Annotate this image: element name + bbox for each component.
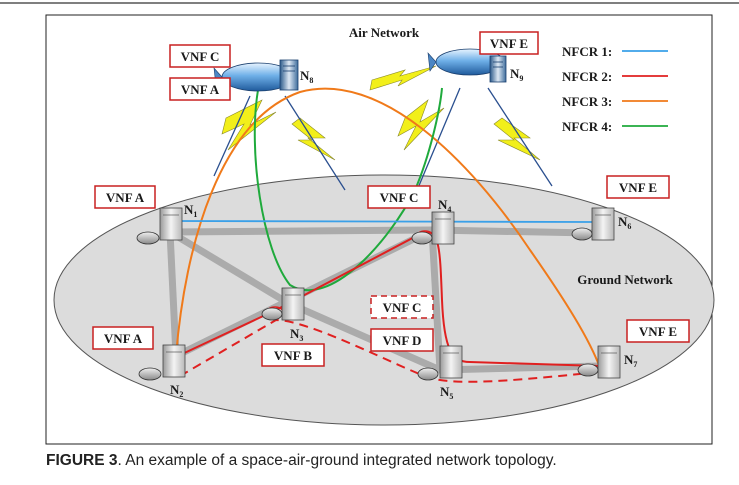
legend-label-2: NFCR 2: — [562, 69, 612, 84]
node-n5-icon — [417, 345, 463, 381]
antenna-beams — [213, 87, 553, 191]
wireless-n9-n6 — [493, 117, 541, 161]
figure-caption-text: . An example of a space-air-ground integ… — [117, 452, 557, 469]
link-n1-n2 — [166, 228, 180, 360]
wireless-n8-n1 — [221, 99, 277, 151]
vnf-box-n5-dashed — [370, 295, 434, 319]
vnf-boxes: VNF C VNF A VNF E VNF A VNF C VNF E VNF … — [92, 31, 690, 367]
nfcr3-path — [175, 87, 601, 369]
link-n3-n5 — [284, 299, 444, 374]
node-n4-icon — [411, 211, 455, 245]
vnf-box-n4 — [367, 185, 431, 209]
vnf-label-n2: VNF A — [104, 331, 143, 346]
link-n4-n6 — [428, 226, 596, 237]
vnf-box-n8-top — [169, 44, 231, 68]
nfcr4-path — [253, 87, 443, 292]
vnf-box-n5 — [370, 328, 434, 352]
vnf-label-n5: VNF D — [383, 333, 422, 348]
figure-caption: FIGURE 3. An example of a space-air-grou… — [46, 452, 557, 470]
link-n4-n5 — [428, 226, 444, 374]
node-label-n3: N3 — [290, 326, 303, 343]
legend-label-4: NFCR 4: — [562, 119, 612, 134]
vnf-box-n3 — [261, 343, 325, 367]
vnf-box-n8-bottom — [169, 77, 231, 101]
node-label-n8: N8 — [300, 68, 313, 85]
vnf-box-n1 — [94, 185, 156, 209]
air-network-title: Air Network — [349, 25, 420, 40]
node-label-n6: N6 — [618, 214, 631, 231]
node-label-n9: N9 — [510, 66, 523, 83]
node-label-n4: N4 — [438, 197, 451, 214]
vnf-label-n7: VNF E — [639, 324, 677, 339]
wireless-n8-n9 — [369, 65, 437, 91]
legend-label-1: NFCR 1: — [562, 44, 612, 59]
node-n2-icon — [138, 344, 186, 381]
node-label-n7: N7 — [624, 352, 637, 369]
ground-network-title: Ground Network — [577, 272, 673, 287]
vnf-box-n7 — [626, 319, 690, 343]
blimp-n9-icon — [427, 48, 507, 83]
node-label-n1: N1 — [184, 202, 197, 219]
node-label-n5: N5 — [440, 384, 453, 401]
vnf-label-n1: VNF A — [106, 190, 145, 205]
vnf-box-n2 — [92, 326, 154, 350]
node-n1-icon — [136, 207, 183, 245]
node-n3-icon — [261, 287, 305, 321]
link-n5-n7 — [436, 362, 604, 374]
vnf-label-n4: VNF C — [380, 190, 419, 205]
node-n7-icon — [577, 345, 621, 379]
node-labels: N8 N9 N1 N4 N6 N3 N2 N5 N7 — [170, 66, 637, 401]
link-n1-n4 — [166, 226, 436, 236]
node-label-n2: N2 — [170, 382, 183, 399]
wireless-n8-n3 — [291, 117, 336, 161]
vnf-label-n5-dashed: VNF C — [383, 300, 422, 315]
vnf-box-n6 — [606, 175, 670, 199]
vnf-label-n3: VNF B — [274, 348, 312, 363]
vnf-label-n6: VNF E — [619, 180, 657, 195]
figure-caption-label: FIGURE 3 — [46, 452, 118, 469]
vnf-label-n9: VNF E — [490, 36, 528, 51]
legend: NFCR 1: NFCR 2: NFCR 3: NFCR 4: — [562, 44, 668, 134]
vnf-label-n8-top: VNF C — [181, 49, 220, 64]
vnf-box-n9 — [479, 31, 539, 55]
node-n6-icon — [571, 207, 615, 241]
legend-label-3: NFCR 3: — [562, 94, 612, 109]
vnf-label-n8-bottom: VNF A — [181, 82, 220, 97]
nfcr1-path — [169, 220, 593, 223]
link-n1-n3 — [166, 228, 292, 307]
